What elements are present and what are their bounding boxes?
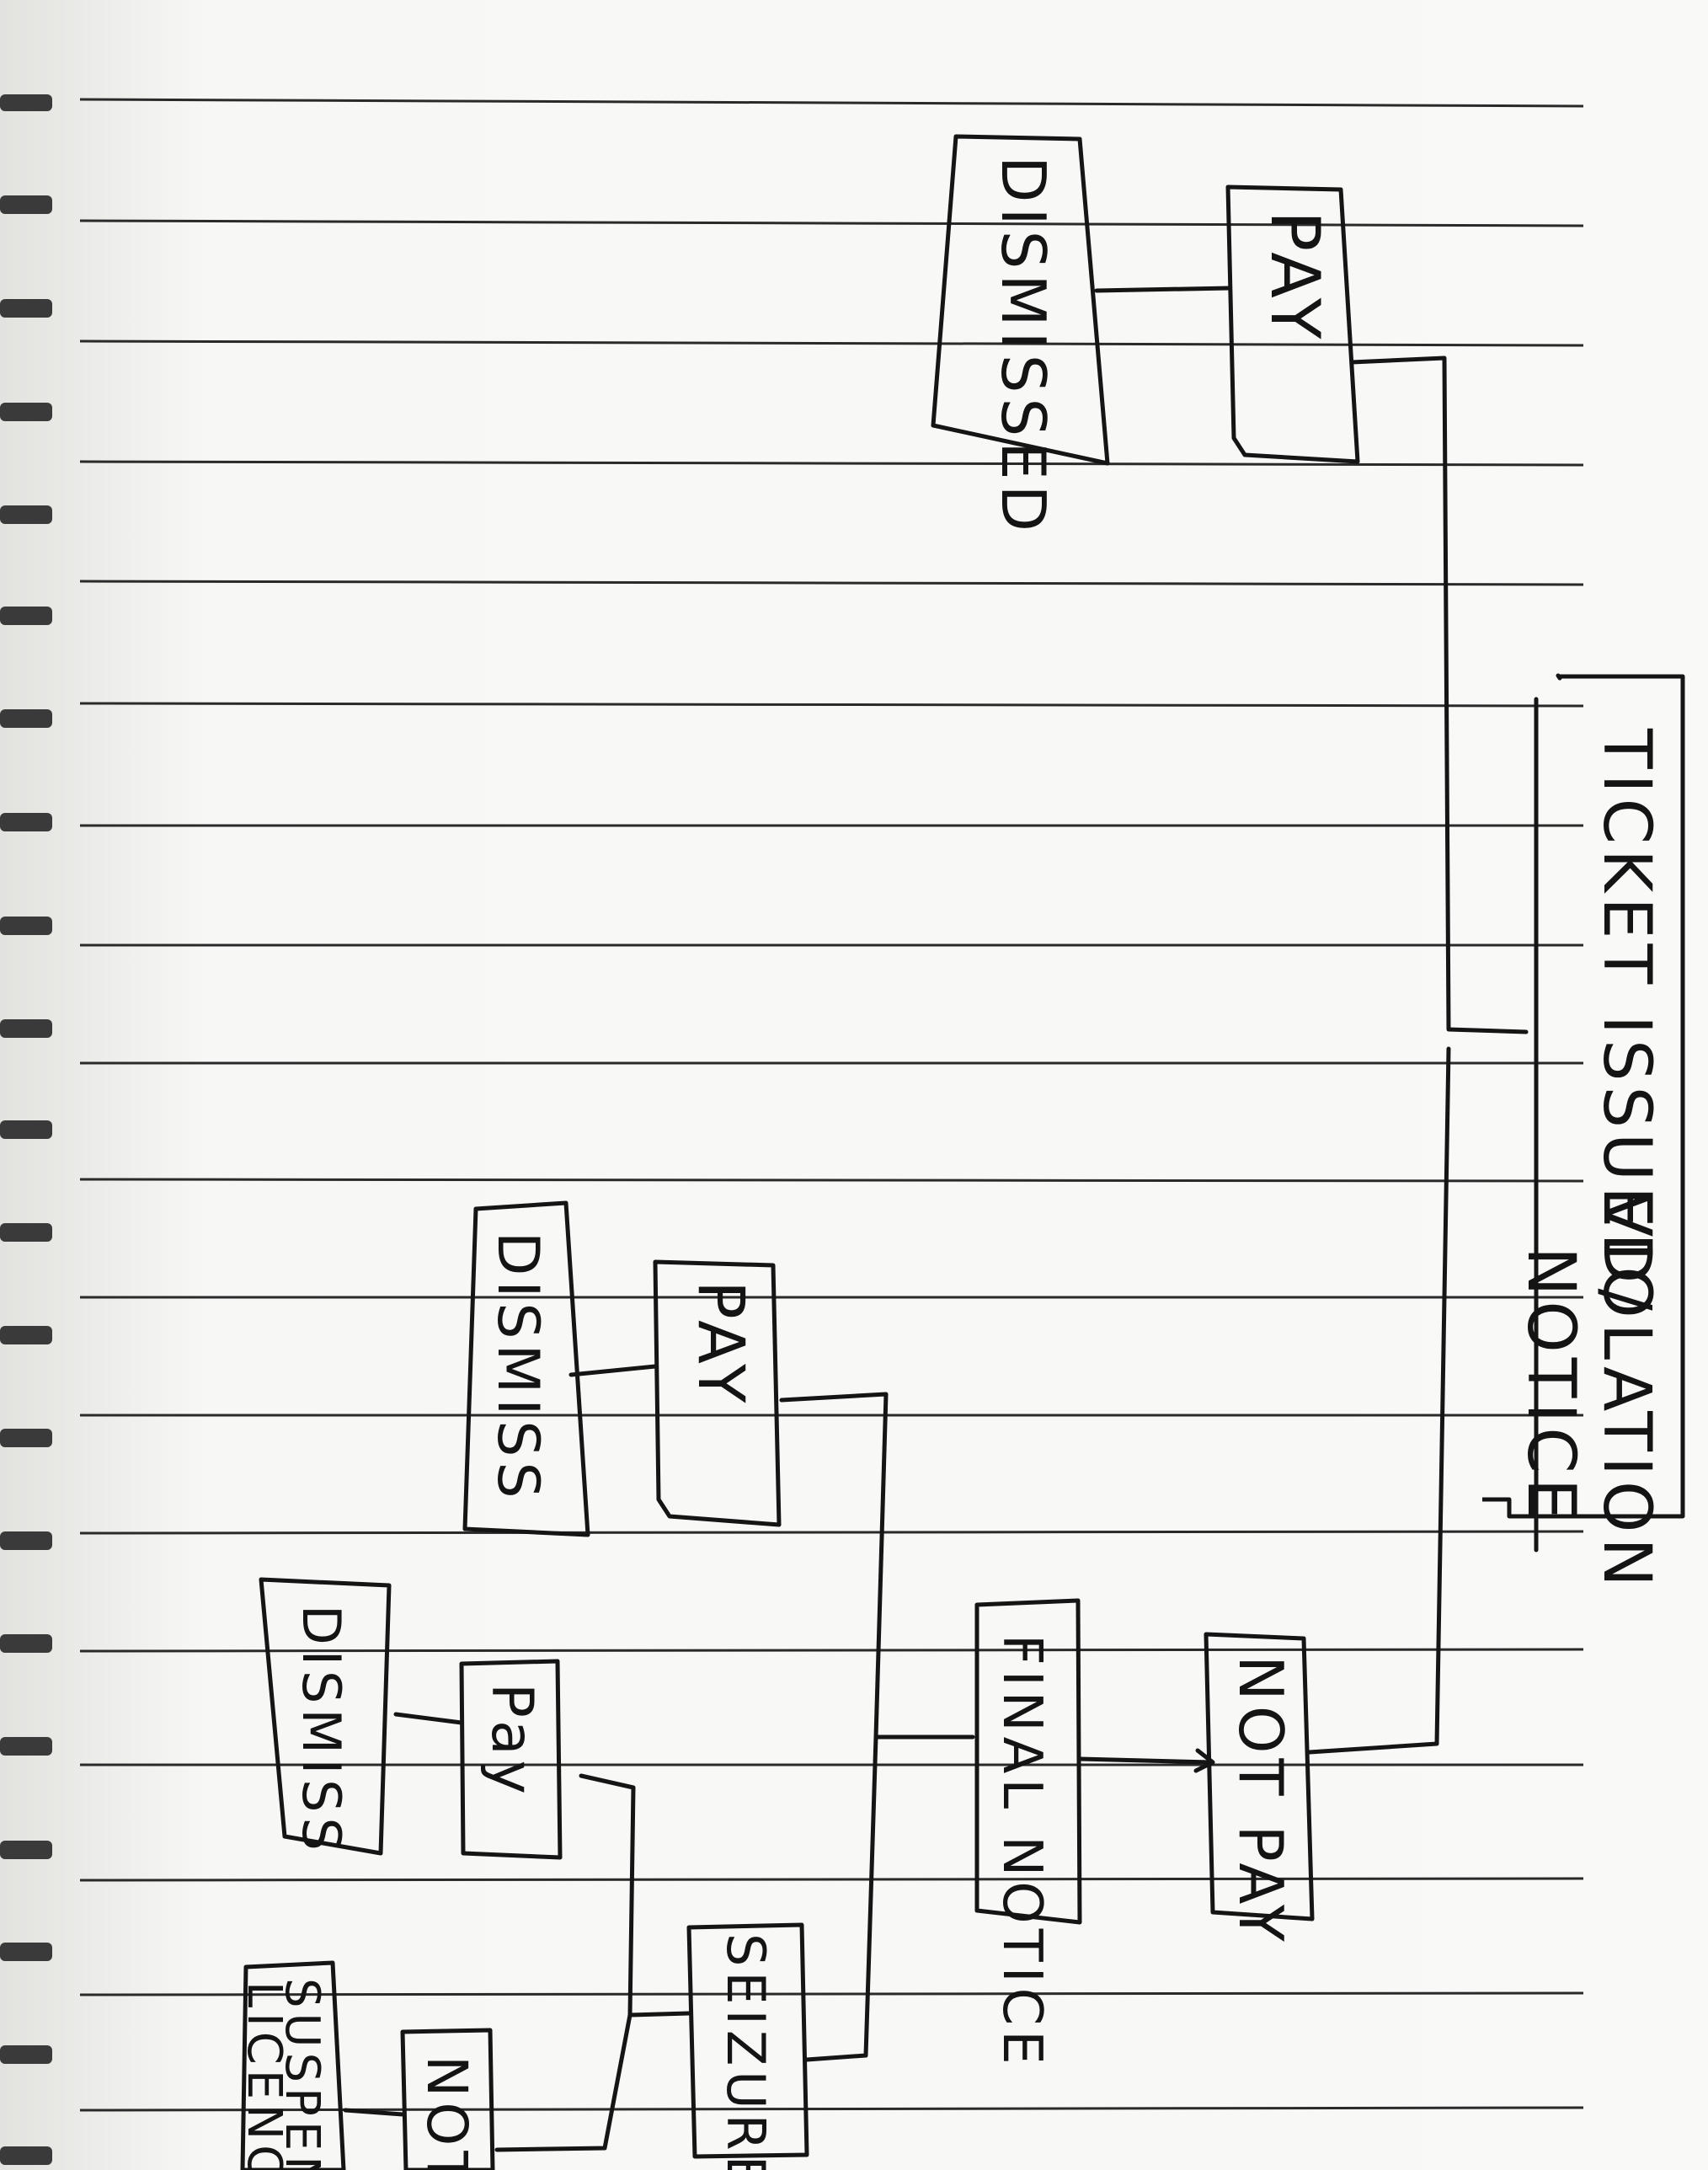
violation-label: VIOLATION <box>1588 1192 1664 1592</box>
pay-top-label: PAY <box>1256 211 1334 345</box>
dismiss-low-label: DISMISS <box>291 1605 352 1856</box>
final-notice-label: FINAL NOTICE <box>990 1634 1053 2070</box>
suspend-label: SUSPEN <box>275 1978 329 2170</box>
dismissed-top-box <box>931 134 1110 466</box>
not-pay-label: NOT PAY <box>1225 1655 1296 1947</box>
final-notice-box <box>974 1598 1082 1925</box>
spiral-binding <box>0 94 52 2165</box>
connectors <box>343 286 1529 2152</box>
suspend-box <box>240 1960 346 2170</box>
not-pay-box <box>1204 1632 1315 1921</box>
ticket-issued-label: TICKET ISSUED/ <box>1588 728 1664 1316</box>
dismiss-mid-box <box>462 1200 590 1537</box>
ruled-lines <box>79 98 1584 2112</box>
pay-mid-label: PAY <box>684 1280 759 1408</box>
not-pay-low-label: NOT <box>414 2055 479 2170</box>
boxes <box>240 134 1685 2170</box>
ticket-issued-box <box>1482 674 1685 1519</box>
notice-label: NOTICE <box>1513 1247 1588 1525</box>
not-pay-low-box <box>400 2028 495 2170</box>
dismissed-top-label: DISMISSED <box>988 156 1059 537</box>
seizure-label: SEIZURE <box>715 1933 777 2170</box>
licence-label: LICENCE <box>237 1981 291 2170</box>
pay-mid-box <box>653 1259 782 1527</box>
seizure-box <box>686 1922 809 2159</box>
dismiss-low-box <box>259 1577 392 1856</box>
pay-low-box <box>459 1659 563 1860</box>
dismiss-mid-label: DISMISS <box>484 1232 551 1504</box>
pay-top-box <box>1225 184 1360 464</box>
labels: TICKET ISSUED/ VIOLATION NOTICE PAY DISM… <box>237 156 1664 2170</box>
pay-low-label: Pay <box>478 1683 545 1799</box>
